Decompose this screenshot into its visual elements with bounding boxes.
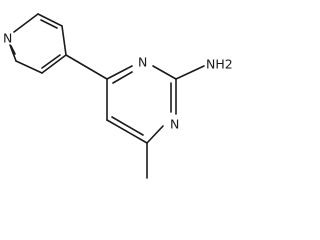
pyrimidine-bond-n1-c6 (146, 125, 164, 144)
pyridine-nitrogen-label: N (3, 31, 12, 46)
pyrimidine-double-bond-inner-3 (111, 116, 144, 136)
amine-label: NH2 (206, 57, 233, 72)
amine-bond (175, 65, 205, 80)
pyrimidine-ring (106, 65, 177, 144)
pyridine-double-bond-inner-2 (41, 54, 61, 69)
pyridine-double-bond-inner-3 (10, 45, 16, 55)
pyrimidine-double-bond-inner-1 (112, 71, 133, 84)
pyrimidine-bond-c6-c5 (106, 119, 148, 144)
pyridine-bond-c2-c3 (37, 13, 63, 27)
pyridine-bond-c4-c5 (41, 54, 67, 74)
structure-canvas: N N N NH2 (3, 13, 233, 179)
pyridine-bond-c5-c6 (15, 60, 43, 74)
pyrimidine-bond-c4-n3 (106, 65, 133, 80)
inter-ring-bond (65, 54, 108, 80)
pyrimidine-bond-n3-c2 (152, 65, 177, 80)
pyridine-bond-n-c2 (13, 13, 39, 33)
pyridine-ring (9, 13, 67, 74)
pyridine-bond-c3-c4 (61, 25, 67, 56)
pyrimidine-nitrogen-lower-label: N (170, 117, 179, 132)
pyrimidine-nitrogen-upper-label: N (138, 55, 147, 70)
pyridine-double-bond-inner-1 (40, 19, 58, 29)
chemical-structure-diagram: N N N NH2 (3, 13, 233, 179)
